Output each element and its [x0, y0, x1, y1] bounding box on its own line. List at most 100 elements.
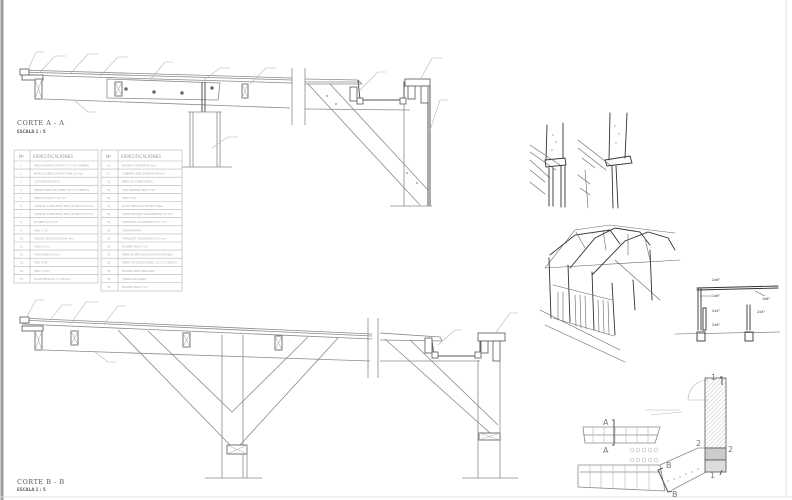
- spec-row-text: PERFILES METALICOS ESTRUCTURALES: [122, 253, 173, 257]
- spec-row-text: ANGULO METALICO 50x50 mm: [34, 236, 74, 240]
- spec-table-header-spec: ESPECIFICACIONES: [33, 154, 73, 159]
- spec-table-row: 31 MADERA PINO 2"x3": [101, 282, 182, 289]
- spec-table-row: 6 CANALES LAMELADOS MAD. BLANCA 2x3 mm: [14, 201, 98, 208]
- spec-row-number: 12: [20, 253, 24, 257]
- spec-row-text: MADERA PINO 2"x3": [122, 285, 148, 289]
- spec-row-text: PERFILES CONECTORES: [122, 180, 153, 184]
- spec-row-number: 16: [107, 164, 111, 168]
- plan-label-2-left: 2: [696, 439, 701, 448]
- spec-table-row: 27 PERFILES METALICOS ESTRUCTURALES: [101, 249, 182, 257]
- spec-table-row: 18 PERFILES CONECTORES: [101, 176, 182, 184]
- section-a-a-scale: ESCALA 1 : 5: [17, 129, 46, 134]
- sketch-section-detail: 2x6" 1x6" 2x4" 2x6" 1x6" 2x4": [674, 278, 781, 342]
- spec-row-text: PINO 2"x10": [34, 269, 50, 273]
- spec-row-number: 18: [107, 180, 111, 184]
- sketch-joint-details: [529, 112, 633, 209]
- spec-row-text: CANALES LAMELADOS MAD. BLANCA 2x3 mm: [34, 212, 94, 216]
- spec-table-header-spec: ESPECIFICACIONES: [121, 154, 161, 159]
- spec-row-text: VIGA MADERA PINO 2"x8": [122, 188, 155, 192]
- plan-label-1-bottom: 1: [710, 471, 715, 480]
- spec-row-number: 20: [107, 196, 111, 200]
- detail-label: 2x6": [712, 278, 721, 282]
- spec-table-row: 23 TAPAJUNTA GALVANIZADO 0.5 mm: [101, 217, 182, 224]
- spec-row-text: CANALES LAMELADOS MAD. BLANCA 2x3 mm: [34, 204, 94, 208]
- detail-label: 2x4": [712, 309, 721, 313]
- spec-row-number: 2: [20, 172, 22, 176]
- spec-row-text: MARCO ACERO ESTRUCTURAL 10 mm: [34, 172, 83, 176]
- spec-row-number: 6: [20, 204, 22, 208]
- spec-table-right: Nº ESPECIFICACIONES 16 MADERA ESPESOR 40 …: [100, 149, 183, 292]
- spec-row-text: PINO 2"x6": [34, 261, 48, 265]
- spec-row-text: PERFIL METALICO ACERO 1/2" C/ TUERCAS: [122, 261, 177, 265]
- spec-row-text: TAPAJUNTA GALVANIZADO 0.5 mm: [122, 236, 167, 240]
- spec-row-number: 14: [20, 269, 24, 273]
- sketch-structure-perspective: [539, 224, 681, 363]
- spec-row-number: 8: [20, 220, 22, 224]
- spec-row-text: OSB 15 mm: [34, 245, 50, 249]
- spec-row-text: MADERA PINO TINGLADO: [122, 269, 155, 273]
- spec-row-number: 15: [20, 277, 24, 281]
- spec-row-number: 31: [107, 285, 111, 289]
- section-b-b-title: CORTE B - B: [17, 478, 65, 486]
- spec-row-text: CUBIERTA ZINC ESPESOR 40 mm: [122, 172, 165, 176]
- spec-row-number: 28: [107, 261, 111, 265]
- site-plan-sketch: A A B B 1 1 2 2: [577, 373, 733, 499]
- spec-row-text: CANALETA ZINC GALVANIZADO 0.5 mm: [122, 212, 173, 216]
- spec-row-number: 1: [20, 164, 22, 168]
- spec-table-header-no: Nº: [106, 154, 111, 159]
- spec-row-number: 21: [107, 204, 111, 208]
- spec-row-number: 27: [107, 253, 111, 257]
- spec-row-text: MADERA ESPESOR 40 mm: [122, 164, 156, 168]
- spec-table-row: 20 PINO 2"x4": [101, 193, 182, 200]
- plan-label-2-right: 2: [728, 445, 733, 454]
- spec-row-number: 3: [20, 180, 22, 184]
- spec-row-text: PERNOS ANCLAJE ACERO 1/2" C/ TUERCAS: [34, 188, 89, 192]
- spec-table-row: 16 MADERA ESPESOR 40 mm: [101, 160, 182, 168]
- spec-table-header-no: Nº: [19, 154, 24, 159]
- plan-label-1-top: 1: [711, 373, 716, 382]
- spec-table-row: 2 MARCO ACERO ESTRUCTURAL 10 mm: [14, 168, 98, 176]
- spec-table-row: 7 CANALES LAMELADOS MAD. BLANCA 2x3 mm: [14, 209, 98, 216]
- spec-row-text: PERFIL ESTRUCT. 10 mm: [34, 196, 66, 200]
- spec-table-row: 8 PILARES 10 mm Ø: [14, 217, 98, 224]
- spec-row-text: TAPAJUNTA GALVANIZADO 0.5 mm: [122, 220, 167, 224]
- spec-row-number: 17: [107, 172, 111, 176]
- spec-row-text: PINO 2"x3": [34, 228, 48, 232]
- spec-row-number: 5: [20, 196, 22, 200]
- spec-row-text: PILAR METALICO 4" 100 mm: [34, 277, 71, 281]
- spec-table-row: 17 CUBIERTA ZINC ESPESOR 40 mm: [101, 168, 182, 176]
- section-a-a-title: CORTE A - A: [17, 119, 64, 127]
- spec-row-number: 9: [20, 228, 22, 232]
- spec-table-row: 19 VIGA MADERA PINO 2"x8": [101, 185, 182, 192]
- plan-label-a-top: A: [603, 418, 609, 427]
- spec-table-row: 15 PILAR METALICO 4" 100 mm: [14, 274, 98, 281]
- spec-row-text: PINO 2"x4": [122, 196, 136, 200]
- spec-row-number: 19: [107, 188, 111, 192]
- spec-row-text: CONTRAPERFIL: [122, 228, 142, 232]
- spec-row-text: PILARES 10 mm Ø: [34, 219, 58, 224]
- spec-row-number: 4: [20, 188, 22, 192]
- spec-table-row: 4 PERNOS ANCLAJE ACERO 1/2" C/ TUERCAS: [14, 185, 98, 192]
- section-b-b-scale: ESCALA 1 : 5: [17, 487, 46, 492]
- spec-row-number: 7: [20, 212, 22, 216]
- detail-label: 2x6": [712, 323, 721, 327]
- spec-row-number: 11: [20, 245, 24, 249]
- plan-label-a-bottom: A: [603, 446, 609, 455]
- plan-label-b-bottom: B: [672, 490, 678, 499]
- spec-row-text: TORNILLOS ACERO: [122, 277, 146, 281]
- spec-row-number: 25: [107, 236, 111, 240]
- spec-row-number: 23: [107, 220, 111, 224]
- spec-table-row: 11 OSB 15 mm: [14, 241, 98, 249]
- section-b-b-drawing: [19, 299, 518, 479]
- spec-table-row: 9 PINO 2"x3": [14, 225, 98, 232]
- plan-label-b-top: B: [666, 461, 672, 470]
